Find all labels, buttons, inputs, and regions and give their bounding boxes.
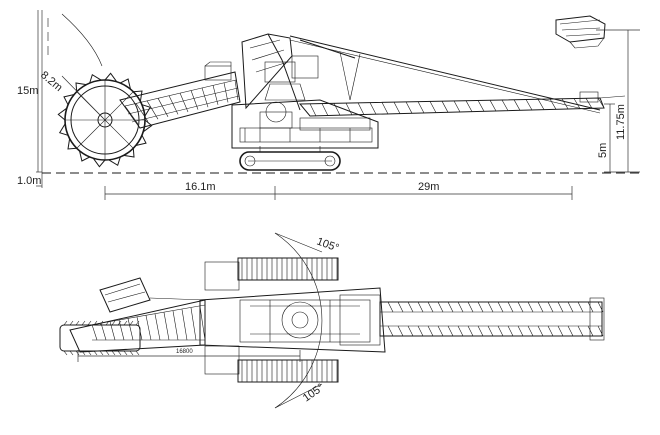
side-view: 8.2m 15m 1.0m 16.1m 29m 11.75m 5m — [17, 10, 640, 200]
plan-superstructure — [199, 287, 386, 353]
bucket — [123, 148, 135, 158]
loader-machine — [555, 15, 606, 49]
front-offset-label: 16.1m — [185, 181, 216, 193]
slew-radii — [274, 232, 323, 409]
bucket — [57, 107, 68, 121]
plan-discharge-boom — [379, 297, 605, 341]
track-length-label: 16800 — [176, 349, 193, 355]
discharge-reach-label: 29m — [418, 181, 439, 193]
boom-height-label: 11.75m — [615, 104, 627, 140]
bucket — [58, 123, 69, 136]
slew-angle-bottom-label: 105° — [301, 382, 327, 405]
bucket-wheel — [64, 79, 146, 161]
bucket — [104, 72, 118, 83]
plan-view: 105° 105° 16800 — [59, 232, 605, 409]
superstructure — [231, 99, 379, 149]
slew-arc — [274, 232, 323, 409]
bucket — [79, 150, 90, 162]
wheel-buckets — [57, 72, 153, 168]
wheel-boom — [119, 61, 241, 129]
bucket — [89, 73, 102, 84]
bucket — [92, 157, 106, 168]
bucket — [108, 156, 121, 167]
ground-level-label: 1.0m — [17, 175, 41, 187]
plan-wheel-boom — [59, 277, 206, 356]
discharge-boom — [298, 91, 626, 117]
total-height-label: 15m — [17, 85, 38, 97]
crawler-track — [239, 146, 341, 171]
bucket — [120, 78, 131, 90]
dimension-lines — [36, 10, 640, 200]
discharge-height-label: 5m — [597, 143, 609, 158]
track-length-dimension — [77, 350, 301, 362]
wheel-sweep-arc — [61, 13, 103, 67]
bucket — [133, 90, 143, 102]
mast-tower — [241, 33, 601, 114]
bucket — [141, 104, 152, 117]
bucket — [142, 119, 153, 133]
bucket — [63, 94, 75, 105]
bucket — [67, 138, 77, 150]
slew-angle-top-label: 105° — [315, 236, 340, 255]
bucket — [75, 82, 87, 92]
bucket — [135, 135, 147, 146]
